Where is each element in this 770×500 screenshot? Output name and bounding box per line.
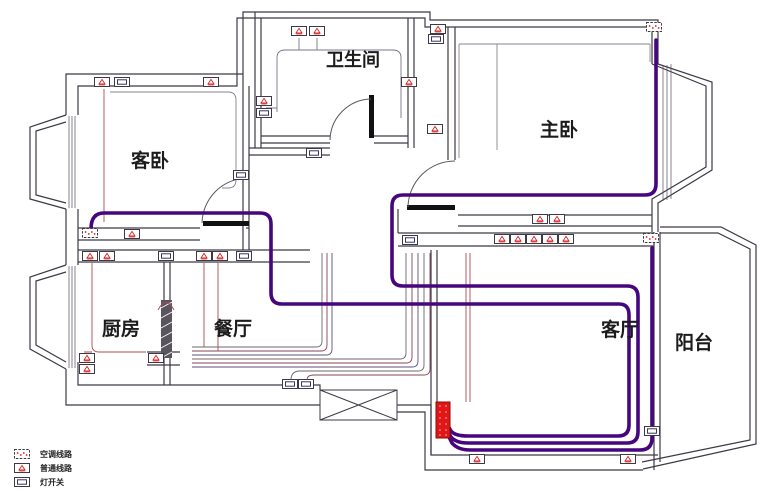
- switch-icon: [306, 148, 322, 158]
- legend-label-ordinary: 普通线路: [40, 463, 73, 473]
- outlet-icon: [196, 251, 212, 261]
- walls: [29, 11, 757, 471]
- outlet-icon: [430, 24, 446, 34]
- outlet-icon: [510, 234, 526, 244]
- outlet-icon: [549, 214, 565, 224]
- room-label-master-bedroom: 主卧: [540, 119, 578, 141]
- ac-circuit-lines: [89, 38, 658, 452]
- outlet-icon: [291, 26, 307, 36]
- door-panel: [369, 95, 374, 138]
- switch-icon: [256, 108, 272, 118]
- legend-label-switch: 灯开关: [40, 477, 64, 487]
- room-label-living-room: 客厅: [601, 318, 639, 341]
- door-arc: [201, 177, 248, 224]
- outlet-icon: [542, 234, 558, 244]
- outlet-icon: [494, 234, 510, 244]
- outlet-icon: [82, 251, 98, 261]
- room-label-balcony: 阳台: [675, 331, 713, 354]
- ac-outlet-icon: [643, 233, 659, 243]
- ac-outlet-icon: [82, 228, 98, 238]
- door-arc: [329, 98, 372, 141]
- door-panel: [407, 205, 455, 210]
- outlet-icon: [256, 96, 272, 106]
- switch-icon: [428, 34, 444, 44]
- outlet-icon: [427, 124, 443, 134]
- room-label-guest-bedroom: 客卧: [131, 149, 169, 172]
- sliding-door: [161, 300, 172, 358]
- outlet-icon: [526, 234, 542, 244]
- outlet-icon: [469, 454, 485, 464]
- switch-icon: [298, 379, 314, 389]
- outlet-icon: [94, 77, 110, 87]
- room-label-dining-room: 餐厅: [214, 317, 252, 340]
- outlet-icon: [99, 251, 115, 261]
- ac-route-master: [390, 38, 658, 445]
- switch-icon: [402, 235, 418, 245]
- bay-window-glazing: [68, 64, 672, 368]
- outlet-icon: [532, 214, 548, 224]
- distribution-box: [435, 401, 451, 439]
- sliding-door-hatch: [160, 301, 173, 359]
- legend-label-ac: 空调线路: [40, 449, 73, 459]
- outlet-icon: [79, 364, 95, 374]
- ac-outlet-icon: [13, 449, 31, 459]
- door-panel: [203, 221, 249, 226]
- ac-outlet-icon: [646, 22, 662, 32]
- legend: 空调线路 普通线路 灯开关: [13, 449, 73, 487]
- outlet-icon: [124, 229, 140, 239]
- ac-route-livingroom: [447, 246, 654, 452]
- outlet-icon: [203, 77, 219, 87]
- switch-icon: [13, 477, 31, 487]
- switch-icon: [233, 170, 249, 180]
- outlet-icon: [212, 251, 228, 261]
- door-arc: [407, 160, 456, 208]
- ac-route-guest: [89, 211, 631, 438]
- room-label-bathroom: 卫生间: [326, 49, 380, 70]
- outlet-icon: [309, 26, 325, 36]
- entrance-box: [319, 389, 398, 421]
- outlet-icon: [558, 234, 574, 244]
- switch-icon: [282, 379, 298, 389]
- outlet-icon: [148, 353, 164, 363]
- doors: [201, 95, 456, 226]
- outlet-icon: [620, 454, 636, 464]
- room-label-kitchen: 厨房: [102, 317, 140, 340]
- outlet-icon: [13, 463, 31, 473]
- ordinary-circuit-lines: [84, 38, 651, 402]
- switch-icon: [644, 426, 660, 436]
- outlet-icon: [79, 353, 95, 363]
- switch-icon: [114, 77, 130, 87]
- switch-icon: [236, 251, 252, 261]
- outlet-icon: [401, 77, 417, 87]
- switch-icon: [158, 251, 174, 261]
